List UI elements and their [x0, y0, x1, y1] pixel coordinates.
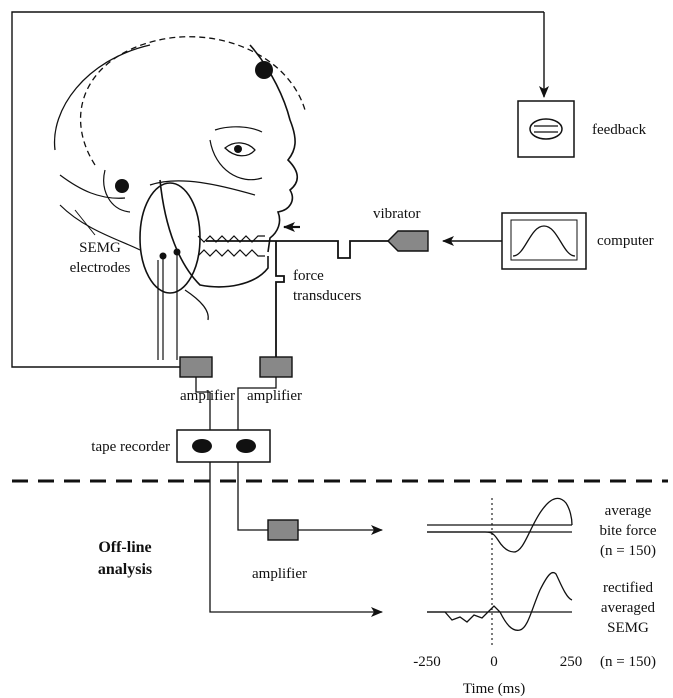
semg-out-label-4: (n = 150) [600, 654, 656, 670]
feedback-monitor [517, 100, 575, 158]
head-illustration [53, 36, 306, 321]
offline-analysis-label-1: Off-line [98, 539, 151, 556]
feedback-label: feedback [592, 122, 647, 138]
avg-force-label-1: average [605, 503, 652, 519]
time-axis-label: Time (ms) [463, 681, 525, 697]
semg-electrodes-label-2: electrodes [70, 260, 131, 276]
amplifier-left [179, 356, 213, 378]
amplifier-bottom-label: amplifier [252, 566, 307, 582]
computer-label: computer [597, 233, 654, 249]
avg-force-label-3: (n = 150) [600, 543, 656, 559]
average-bite-force-trace [427, 497, 573, 553]
tape-recorder-label: tape recorder [91, 439, 170, 455]
offline-analysis-label-2: analysis [98, 561, 152, 578]
rectified-averaged-semg-trace [427, 571, 573, 631]
semg-out-label-3: SEMG [607, 620, 649, 636]
semg-out-label-1: rectified [603, 580, 653, 596]
semg-out-label-2: averaged [601, 600, 656, 616]
feedback-wire [11, 11, 549, 368]
vibrator-device [387, 230, 429, 252]
amplifier-right [259, 356, 293, 378]
force-transducers-label-1: force [293, 268, 324, 284]
vibrator-label: vibrator [373, 206, 420, 222]
amplifier-left-label: amplifier [180, 388, 235, 404]
amplifier-right-label: amplifier [247, 388, 302, 404]
avg-force-label-2: bite force [599, 523, 656, 539]
tick-250: 250 [560, 654, 583, 670]
tick-0: 0 [490, 654, 498, 670]
semg-electrodes-label-1: SEMG [79, 240, 121, 256]
tick-neg250: -250 [413, 654, 441, 670]
amplifier-bottom [267, 519, 299, 541]
force-transducers-label-2: transducers [293, 288, 361, 304]
computer-monitor [501, 212, 587, 270]
bite-fork-rod [206, 240, 388, 362]
tape-recorder [176, 429, 271, 463]
